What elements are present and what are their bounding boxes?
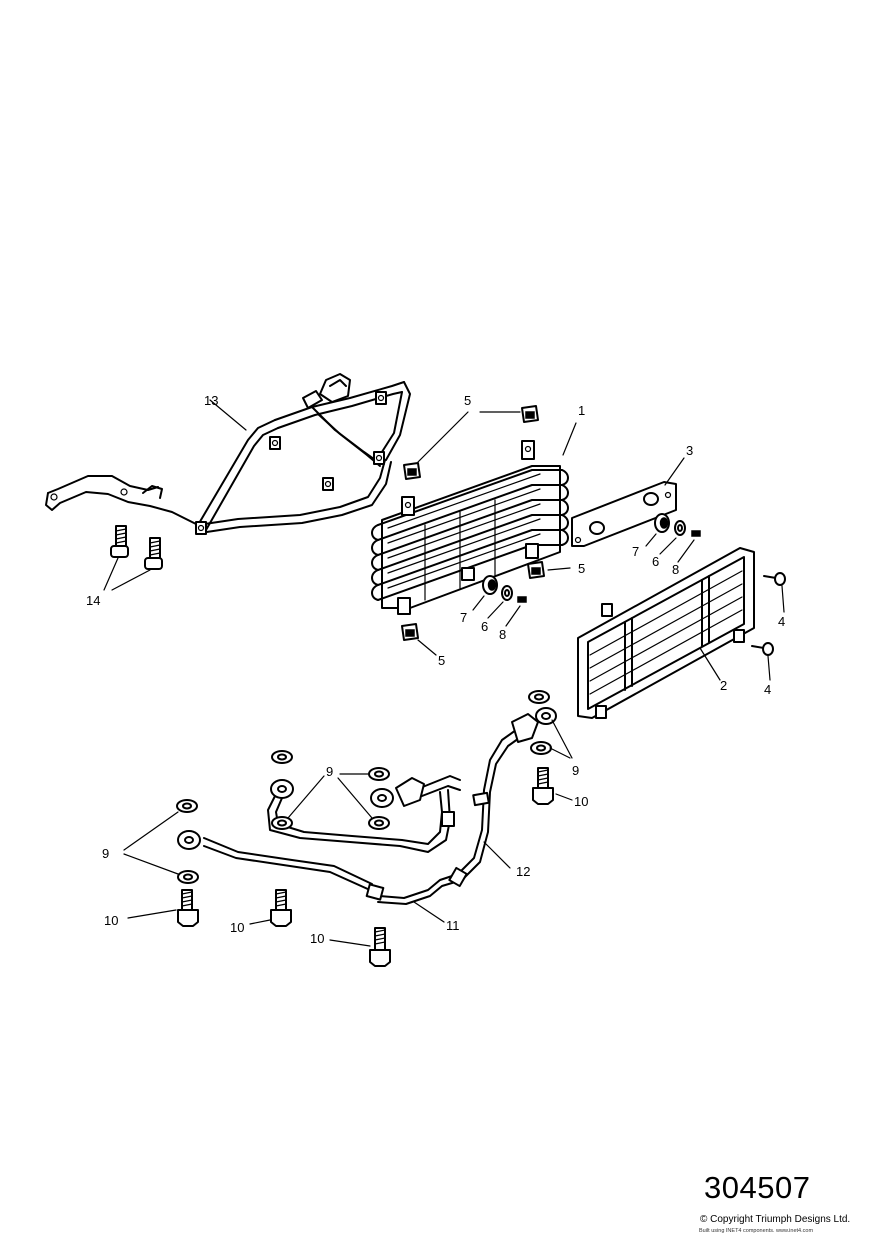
callout-12: 12	[516, 864, 530, 879]
callout-10-bottom: 10	[310, 931, 324, 946]
part-13-mounting-bracket: 13	[45, 373, 411, 535]
callout-4-upper: 4	[778, 614, 785, 629]
part-5-grommets: 5 5 5	[401, 393, 585, 668]
callout-5-bottom: 5	[438, 653, 445, 668]
callout-9-left: 9	[102, 846, 109, 861]
part-4-screws: 4 4	[751, 572, 786, 697]
callout-1: 1	[578, 403, 585, 418]
part-10-banjo-bolts: 10 10 10 10	[104, 767, 588, 967]
diagram-number: 304507	[704, 1170, 811, 1205]
callout-8-lower: 8	[499, 627, 506, 642]
callout-11: 11	[446, 918, 460, 933]
callout-3: 3	[686, 443, 693, 458]
callout-14: 14	[86, 593, 100, 608]
built-with-note: Built using INET4 components. www.inet4.…	[699, 1228, 814, 1234]
copyright-notice: © Copyright Triumph Designs Ltd.	[700, 1214, 851, 1225]
callout-13: 13	[204, 393, 218, 408]
callout-10-left: 10	[104, 913, 118, 928]
fastener-set-lower: 7 6 8	[460, 575, 527, 642]
callout-5-top: 5	[464, 393, 471, 408]
callout-2: 2	[720, 678, 727, 693]
callout-7-upper: 7	[632, 544, 639, 559]
callout-4-lower: 4	[764, 682, 771, 697]
part-2-grille: 2	[577, 547, 755, 719]
part-11-12-oil-hoses: 12 11	[177, 707, 557, 933]
callout-10-middle: 10	[230, 920, 244, 935]
part-3-mounting-plate: 3	[571, 443, 693, 547]
callout-10-right: 10	[574, 794, 588, 809]
part-14-bolts: 14	[86, 525, 163, 608]
part-1-oil-cooler: 1	[371, 403, 585, 615]
fastener-set-upper: 7 6 8	[632, 513, 701, 577]
callout-6-upper: 6	[652, 554, 659, 569]
callout-5-right: 5	[578, 561, 585, 576]
callout-9-right: 9	[572, 763, 579, 778]
callout-7-lower: 7	[460, 610, 467, 625]
part-9-washers: 9 9 9	[102, 690, 579, 884]
callout-8-upper: 8	[672, 562, 679, 577]
callout-9-middle: 9	[326, 764, 333, 779]
callout-6-lower: 6	[481, 619, 488, 634]
